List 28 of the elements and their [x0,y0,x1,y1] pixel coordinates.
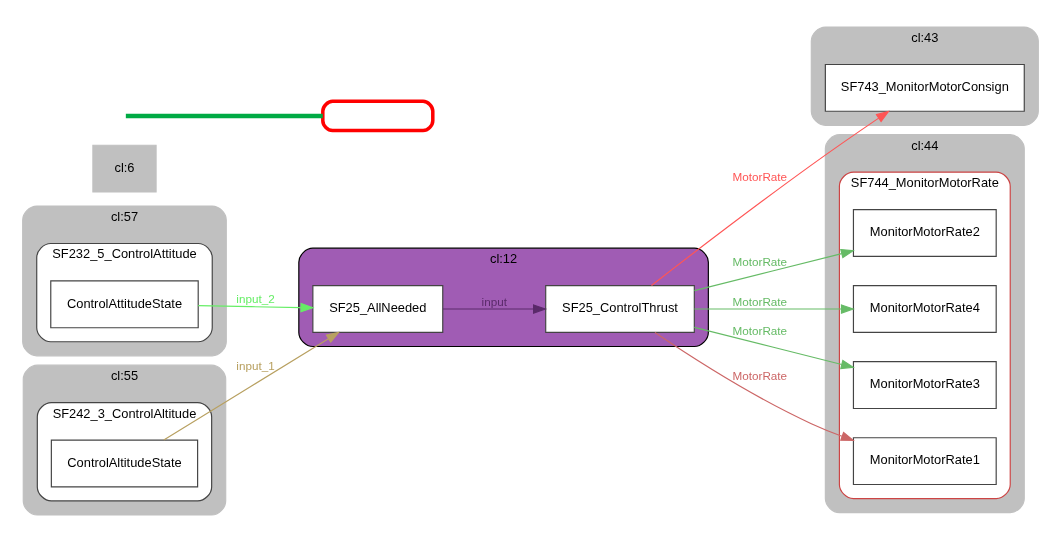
node-box: SF25_AllNeeded [312,284,444,333]
arrow [197,302,315,313]
edge-label: MotorRate [732,323,788,337]
arrow [442,303,548,314]
edge-label: input [481,294,507,308]
node-box: SF743_MonitorMotorConsign [824,63,1025,112]
edge-label: input_2 [236,291,275,305]
edge-label: MotorRate [732,254,788,268]
node-box: MonitorMotorRate3 [852,360,997,409]
arrow [693,248,855,291]
edge-label: MotorRate [732,368,788,382]
arrow [693,326,855,369]
connector [125,113,323,118]
node-box: ControlAttitudeState [50,279,199,328]
edge-label: MotorRate [732,169,788,183]
arrow [654,331,855,441]
edge-label: input_1 [236,358,275,372]
node-box: cl:6 [92,144,157,193]
arrow [650,110,890,286]
node-box [321,99,435,132]
arrow [693,303,855,314]
node-box: ControlAltitudeState [50,439,199,487]
node-box: SF25_ControlThrust [545,284,695,333]
arrow [163,331,341,441]
node-box: MonitorMotorRate2 [852,208,997,257]
node-box: MonitorMotorRate1 [852,436,997,485]
node-box: MonitorMotorRate4 [852,284,997,333]
edge-label: MotorRate [732,294,788,308]
